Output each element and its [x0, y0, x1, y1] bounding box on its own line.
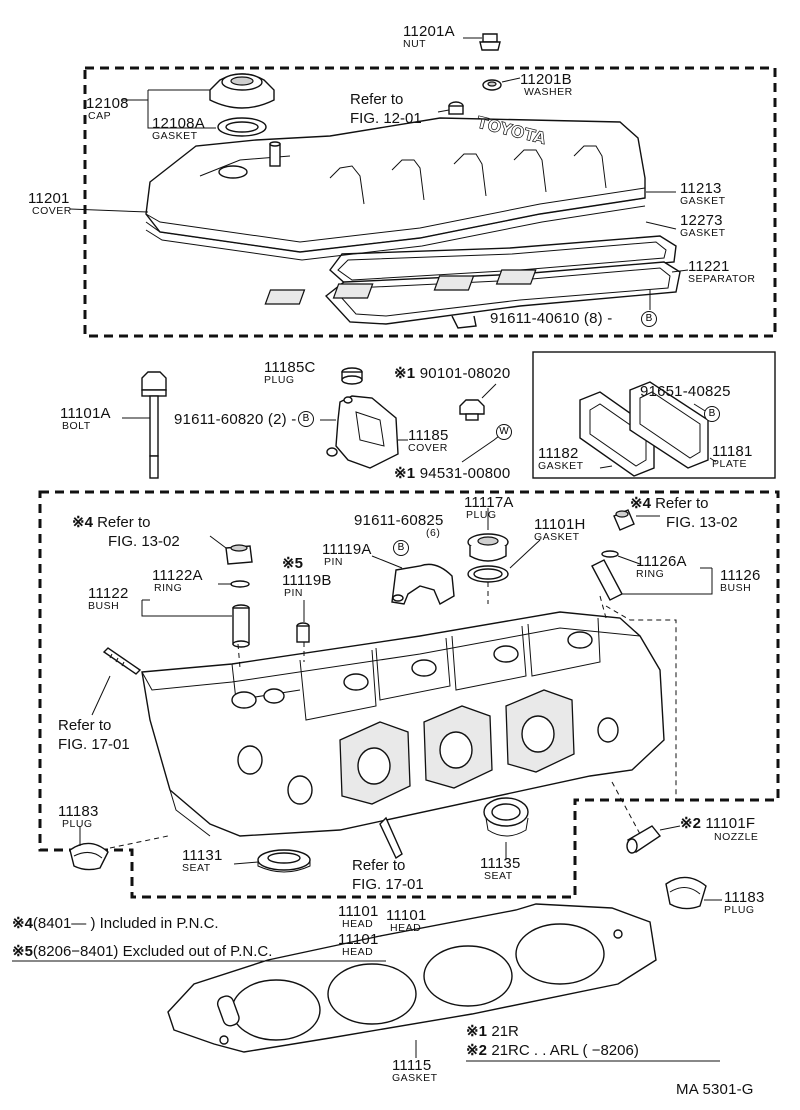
stem-seal-right-icon [613, 509, 660, 531]
union-bolt-icon [459, 383, 497, 421]
label-11183-right: 11183 PLUG [724, 889, 765, 916]
circle-b-mark: B [641, 311, 657, 327]
stud-icon [102, 647, 142, 675]
expansion-plug-left-icon [69, 842, 109, 871]
pin-icon [296, 600, 310, 643]
label-11119B: ※5 11119B PIN [282, 555, 332, 599]
model-note-1: ※1 21R [466, 1023, 519, 1040]
label-11101: 11101 HEAD [386, 907, 427, 934]
label-11201B: 11201B WASHER [520, 71, 573, 98]
label-11101A: 11101A BOLT [60, 405, 111, 432]
bearing-cap-icon [371, 555, 455, 605]
cover-bolt-icon [437, 101, 464, 115]
seat-left-icon [257, 849, 311, 873]
ref-fig-13-02-left: ※4 Refer to FIG. 13-02 [72, 514, 180, 550]
label-94531-00800: ※1 94531-00800 [394, 465, 511, 482]
plate-gasket-icon [579, 381, 709, 477]
label-11126A: 11126A RING [636, 553, 687, 580]
circle-w-mark: W [496, 424, 512, 440]
cover-plug-icon [341, 367, 363, 385]
circle-b-mark: B [298, 411, 314, 427]
label-12273: 12273 GASKET [680, 212, 726, 239]
nozzle-icon [626, 825, 662, 854]
label-12108: 12108 CAP [86, 95, 129, 122]
ref-fig-17-01-center: Refer to FIG. 17-01 [352, 857, 424, 893]
nut-icon [463, 33, 501, 51]
label-11135: 11135 SEAT [480, 855, 521, 882]
bush-right-icon [591, 559, 623, 601]
label-11182: 11182 GASKET [538, 445, 584, 472]
separator-icon [264, 261, 681, 329]
label-12108A: 12108A GASKET [152, 115, 205, 142]
model-note-2: ※2 21RC . . ARL ( −8206) [466, 1042, 639, 1059]
valve-cover-group-box [83, 66, 777, 338]
label-91651-40825: 91651-40825 [640, 383, 731, 400]
stem-seal-left-icon [209, 535, 253, 565]
note-5-head: 11101 HEAD [338, 931, 379, 958]
water-outlet-cover-icon [326, 395, 399, 469]
ref-fig-12-01: Refer to FIG. 12-01 [350, 91, 422, 127]
valve-cover-icon: TOYOTA [145, 112, 646, 261]
label-11201A: 11201A NUT [403, 23, 455, 50]
label-11122A: 11122A RING [152, 567, 203, 594]
head-bolt-icon [141, 371, 167, 479]
stud-center-icon [379, 816, 403, 860]
figure-id: MA 5301-G [676, 1081, 754, 1098]
label-11183-left: 11183 PLUG [58, 803, 99, 830]
label-11185C: 11185C PLUG [264, 359, 316, 386]
ref-fig-13-02-right: ※4 Refer to FIG. 13-02 [630, 495, 738, 531]
label-11201: 11201 COVER [28, 190, 72, 217]
label-11131: 11131 SEAT [182, 847, 223, 874]
label-11117A: 11117A PLUG [464, 494, 514, 521]
label-11126: 11126 BUSH [720, 567, 761, 594]
label-11213: 11213 GASKET [680, 180, 726, 207]
cam-plug-icon [467, 533, 509, 583]
ring-right-icon [601, 550, 619, 558]
oil-filler-cap-icon [209, 73, 275, 137]
ref-fig-17-01-left: Refer to FIG. 17-01 [58, 717, 130, 753]
cylinder-head-icon [141, 611, 665, 837]
seat-right-icon [483, 797, 529, 837]
note-4-head: 11101 HEAD [338, 903, 379, 930]
ring-left-icon [230, 580, 250, 588]
label-11101F: ※2 11101F NOZZLE [680, 815, 759, 843]
label-11221: 11221 SEPARATOR [688, 258, 756, 285]
washer-icon [482, 77, 521, 91]
bush-left-icon [232, 604, 250, 648]
label-11185: 11185 COVER [408, 427, 449, 454]
label-11122: 11122 BUSH [88, 585, 129, 612]
circle-b-mark: B [704, 406, 720, 422]
label-91611-60820: 91611-60820 (2) - [174, 411, 297, 428]
expansion-plug-right-icon [665, 876, 707, 910]
note-5: ※5(8206−8401) Excluded out of P.N.C. [12, 943, 273, 960]
label-91611-60825: 91611-60825 (6) [354, 512, 444, 539]
head-gasket-icon [167, 903, 657, 1053]
label-11181: 11181 PLATE [712, 443, 753, 470]
note-4: ※4(8401— ) Included in P.N.C. [12, 915, 219, 932]
circle-b-mark: B [393, 540, 409, 556]
plate-group-box [532, 351, 776, 479]
label-11115: 11115 GASKET [392, 1057, 438, 1084]
label-11119A: 11119A PIN [322, 541, 372, 568]
label-91611-40610: 91611-40610 (8) - [490, 310, 613, 327]
label-90101-08020: ※1 90101-08020 [394, 365, 511, 382]
label-11101H: 11101H GASKET [534, 516, 586, 543]
